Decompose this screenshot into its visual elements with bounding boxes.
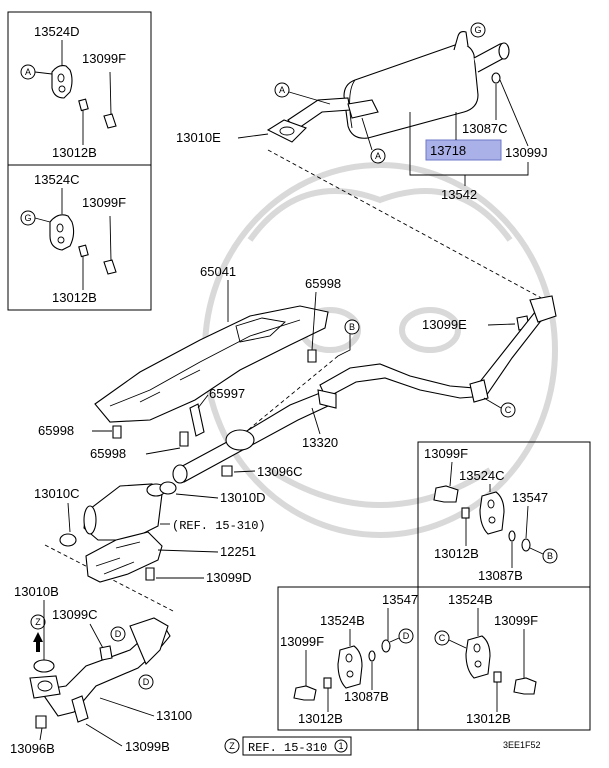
- label-13012B-2: 13012B: [52, 290, 97, 305]
- label-13096C: 13096C: [257, 464, 303, 479]
- hanger-13524C-drawing: [49, 214, 117, 275]
- heat-shield-65041-drawing: [94, 305, 329, 423]
- label-13099F-3: 13099F: [424, 446, 468, 461]
- marker-C: [500, 402, 516, 418]
- marker-C-2-label: C: [439, 633, 446, 643]
- heat-shield-12251-drawing: [85, 531, 163, 583]
- label-13320: 13320: [302, 435, 338, 450]
- bolt-65998-3: [179, 431, 189, 447]
- label-13542: 13542: [441, 187, 477, 202]
- marker-A-3-label: A: [375, 151, 381, 161]
- label-13547-2: 13547: [382, 592, 418, 607]
- label-13099F-4: 13099F: [280, 634, 324, 649]
- label-13524D: 13524D: [34, 24, 80, 39]
- label-65998-1: 65998: [305, 276, 341, 291]
- highlight-13718[interactable]: [425, 139, 502, 161]
- marker-Z: [30, 614, 46, 630]
- marker-Z-label: Z: [35, 617, 41, 627]
- label-13012B-3: 13012B: [434, 546, 479, 561]
- hanger-13524C-2-drawing: [433, 485, 531, 552]
- label-13087C: 13087C: [462, 121, 508, 136]
- marker-D-1-label: D: [115, 629, 122, 639]
- label-13010D: 13010D: [220, 490, 266, 505]
- marker-D-3-label: D: [403, 631, 410, 641]
- center-pipe-13320-drawing: [172, 295, 557, 484]
- label-13099B: 13099B: [125, 739, 170, 754]
- label-13099F-5: 13099F: [494, 613, 538, 628]
- marker-B-2: [542, 548, 558, 564]
- marker-D-1: [110, 626, 126, 642]
- marker-D-2-label: D: [143, 677, 150, 687]
- label-65997: 65997: [209, 386, 245, 401]
- label-13524B-1: 13524B: [320, 613, 365, 628]
- label-13099J: 13099J: [505, 145, 548, 160]
- label-13524B-2: 13524B: [448, 592, 493, 607]
- hanger-13524D-drawing: [51, 65, 117, 129]
- label-13718[interactable]: 13718: [430, 143, 466, 158]
- label-13012B-4: 13012B: [298, 711, 343, 726]
- inset-box-13524C: [7, 164, 152, 311]
- ref-number: 1: [338, 741, 343, 751]
- label-13087B-1: 13087B: [478, 568, 523, 583]
- label-13547-1: 13547: [512, 490, 548, 505]
- bolt-13099C: [99, 645, 113, 661]
- label-13010B: 13010B: [14, 584, 59, 599]
- marker-C-label: C: [505, 405, 512, 415]
- label-13099F-2: 13099F: [82, 195, 126, 210]
- catalytic-converter-drawing: [83, 481, 177, 541]
- document-code: 3EE1F52: [503, 740, 541, 750]
- gasket-13010C: [59, 533, 77, 547]
- marker-G-label: G: [24, 213, 31, 223]
- ref-15-310-note[interactable]: (REF. 15-310): [172, 519, 266, 533]
- label-13087B-2: 13087B: [344, 689, 389, 704]
- marker-A-2: [274, 82, 290, 98]
- marker-Z-2-label: Z: [229, 741, 235, 751]
- arrow-up-icon: [33, 632, 43, 652]
- label-13010E: 13010E: [176, 130, 221, 145]
- marker-C-2: [434, 630, 450, 646]
- label-65041: 65041: [200, 264, 236, 279]
- inset-box-13524B-2: [417, 586, 591, 731]
- marker-D-2: [138, 674, 154, 690]
- nut-13096C: [221, 465, 233, 477]
- label-13524C-1: 13524C: [34, 172, 80, 187]
- marker-Z-2: [224, 738, 240, 754]
- label-12251: 12251: [220, 544, 256, 559]
- label-65998-3: 65998: [90, 446, 126, 461]
- marker-B-label: B: [349, 322, 355, 332]
- label-13099D: 13099D: [206, 570, 252, 585]
- label-13012B-5: 13012B: [466, 711, 511, 726]
- bolt-13099D: [145, 567, 155, 581]
- bracket-65997: [189, 403, 205, 437]
- watermark-logo: [202, 162, 558, 538]
- marker-B: [344, 319, 360, 335]
- ref-15-310-box-text[interactable]: REF. 15-310: [248, 741, 327, 755]
- marker-A-label: A: [25, 67, 31, 77]
- gasket-13010B: [33, 659, 55, 673]
- bolt-65998-2: [112, 425, 122, 439]
- label-13010C: 13010C: [34, 486, 80, 501]
- marker-D-3: [398, 628, 414, 644]
- label-13099F-1: 13099F: [82, 51, 126, 66]
- front-pipe-13100-drawing: [29, 617, 171, 723]
- nut-13096B: [35, 715, 47, 729]
- hanger-13524B-1-drawing: [293, 639, 391, 701]
- label-13099E: 13099E: [422, 317, 467, 332]
- marker-A-2-label: A: [279, 85, 285, 95]
- label-13099C: 13099C: [52, 607, 98, 622]
- label-13100: 13100: [156, 708, 192, 723]
- marker-A-3: [370, 148, 386, 164]
- ref-box[interactable]: [242, 736, 352, 756]
- bolt-65998-1: [307, 349, 317, 363]
- label-65998-2: 65998: [38, 423, 74, 438]
- muffler-13542-drawing: [266, 30, 510, 143]
- hanger-13524B-2-drawing: [465, 635, 537, 695]
- label-13524C-2: 13524C: [459, 468, 505, 483]
- label-13096B: 13096B: [10, 741, 55, 756]
- marker-G-2: [470, 22, 486, 38]
- label-13012B-1: 13012B: [52, 145, 97, 160]
- marker-G-2-label: G: [474, 25, 481, 35]
- marker-B-2-label: B: [547, 551, 553, 561]
